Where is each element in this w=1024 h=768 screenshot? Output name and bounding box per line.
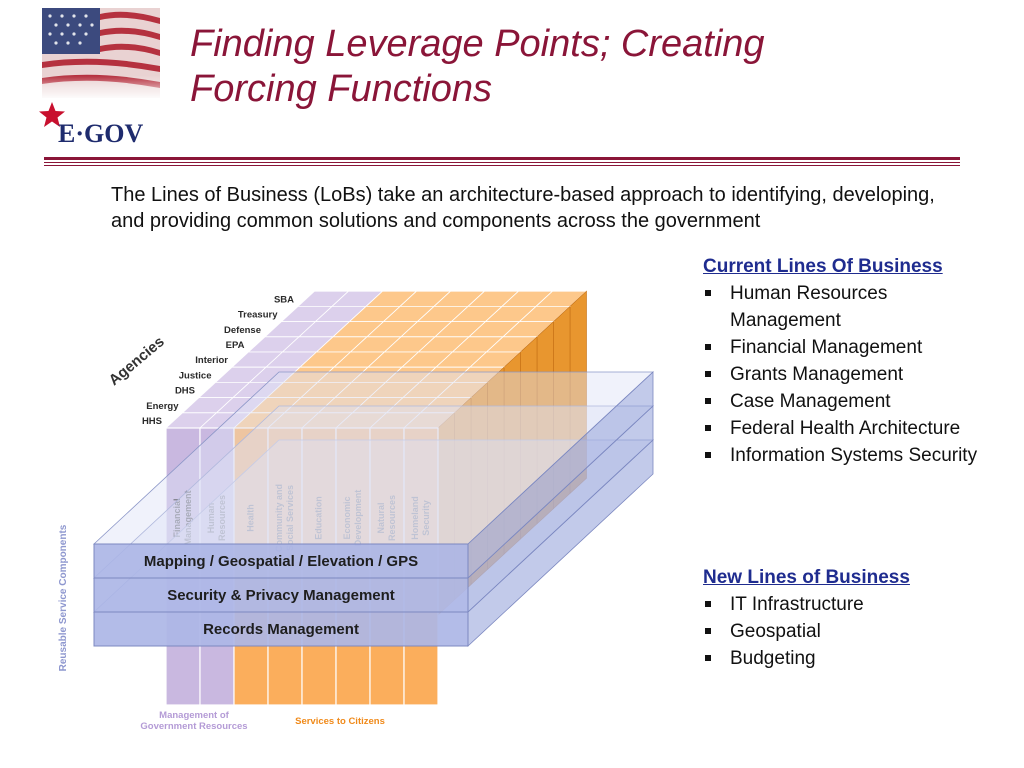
bullet-icon bbox=[705, 344, 711, 350]
agencies-label: Agencies bbox=[106, 333, 168, 389]
list-item-label: Geospatial bbox=[730, 621, 821, 642]
current-lines-list: Human Resources Management Financial Man… bbox=[703, 280, 1003, 469]
bullet-icon bbox=[705, 398, 711, 404]
list-item-label: Grants Management bbox=[730, 364, 904, 385]
service-layers: Records Management Security & Privacy Man… bbox=[92, 371, 655, 647]
lob-column-label: Community and bbox=[274, 484, 284, 552]
lob-column-label: Financial bbox=[172, 498, 182, 537]
services-label: Services to Citizens bbox=[295, 716, 385, 727]
list-item: Information Systems Security bbox=[703, 442, 1003, 469]
agency-label: DHS bbox=[175, 386, 195, 397]
list-item: Budgeting bbox=[703, 645, 1003, 672]
list-item: Case Management bbox=[703, 388, 1003, 415]
lob-column-label: Natural bbox=[376, 502, 386, 533]
list-item-label: Federal Health Architecture bbox=[730, 418, 961, 439]
lob-column-label: Human bbox=[206, 503, 216, 534]
list-item-label: Budgeting bbox=[730, 648, 816, 669]
layer-front bbox=[93, 543, 469, 579]
reusable-label: Reusable Service Components bbox=[58, 524, 69, 671]
page-title: Finding Leverage Points; Creating Forcin… bbox=[190, 22, 970, 112]
agency-label: EPA bbox=[226, 340, 245, 351]
list-item: Geospatial bbox=[703, 618, 1003, 645]
agency-label: HHS bbox=[142, 416, 162, 427]
bullet-icon bbox=[705, 371, 711, 377]
list-item: Financial Management bbox=[703, 334, 1003, 361]
mgmt-label-line2: Government Resources bbox=[140, 721, 247, 732]
lob-column-label: Management bbox=[183, 490, 193, 545]
layer-label: Records Management bbox=[203, 621, 359, 638]
bullet-icon bbox=[705, 425, 711, 431]
list-item-label: Human Resources Management bbox=[730, 283, 888, 331]
lob-column-label: Health bbox=[245, 504, 255, 532]
agency-label: Defense bbox=[224, 325, 261, 336]
bullet-icon bbox=[705, 452, 711, 458]
egov-logo: E·GOV bbox=[39, 8, 160, 148]
lob-column-label: Resources bbox=[217, 495, 227, 541]
lob-column-label: Economic bbox=[342, 496, 352, 539]
agency-label: SBA bbox=[274, 294, 294, 305]
title-line-2: Forcing Functions bbox=[190, 68, 493, 110]
lob-column-label: Homeland bbox=[410, 496, 420, 540]
list-item-label: Case Management bbox=[730, 391, 891, 412]
current-lines-panel: Current Lines Of Business Human Resource… bbox=[703, 253, 1003, 469]
title-line-1: Finding Leverage Points; Creating bbox=[190, 23, 765, 65]
list-item: Human Resources Management bbox=[703, 280, 1003, 334]
list-item: IT Infrastructure bbox=[703, 591, 1003, 618]
intro-paragraph: The Lines of Business (LoBs) take an arc… bbox=[111, 184, 935, 232]
bullet-icon bbox=[705, 655, 711, 661]
bullet-icon bbox=[705, 628, 711, 634]
header-rule-top bbox=[44, 157, 960, 160]
agency-label: Interior bbox=[195, 355, 228, 366]
lob-column-label: Education bbox=[313, 496, 323, 540]
new-lines-heading: New Lines of Business bbox=[703, 567, 910, 588]
layer-label: Mapping / Geospatial / Elevation / GPS bbox=[144, 553, 418, 570]
list-item: Grants Management bbox=[703, 361, 1003, 388]
new-lines-panel: New Lines of Business IT Infrastructure … bbox=[703, 564, 1003, 672]
bullet-icon bbox=[705, 601, 711, 607]
current-lines-heading: Current Lines Of Business bbox=[703, 256, 943, 277]
agency-label: Treasury bbox=[238, 310, 278, 321]
lob-column-label: Development bbox=[353, 490, 363, 547]
agency-label: Energy bbox=[146, 401, 179, 412]
lob-column-label: Social Services bbox=[285, 485, 295, 551]
egov-logo-text: E·GOV bbox=[58, 119, 143, 148]
list-item-label: IT Infrastructure bbox=[730, 594, 864, 615]
lob-column-label: Resources bbox=[387, 495, 397, 541]
layer-label: Security & Privacy Management bbox=[167, 587, 395, 604]
flag-icon bbox=[42, 8, 160, 98]
new-lines-list: IT Infrastructure Geospatial Budgeting bbox=[703, 591, 1003, 672]
list-item-label: Financial Management bbox=[730, 337, 923, 358]
list-item-label: Information Systems Security bbox=[730, 445, 978, 466]
header-rule-bottom bbox=[44, 165, 960, 166]
star-icon bbox=[39, 102, 65, 127]
list-item: Federal Health Architecture bbox=[703, 415, 1003, 442]
agency-label: Justice bbox=[179, 370, 212, 381]
header-rule-middle bbox=[44, 162, 960, 163]
mgmt-label-line1: Management of bbox=[159, 710, 230, 721]
lob-column-label: Security bbox=[421, 500, 431, 536]
layer-front bbox=[93, 611, 469, 647]
bullet-icon bbox=[705, 290, 711, 296]
